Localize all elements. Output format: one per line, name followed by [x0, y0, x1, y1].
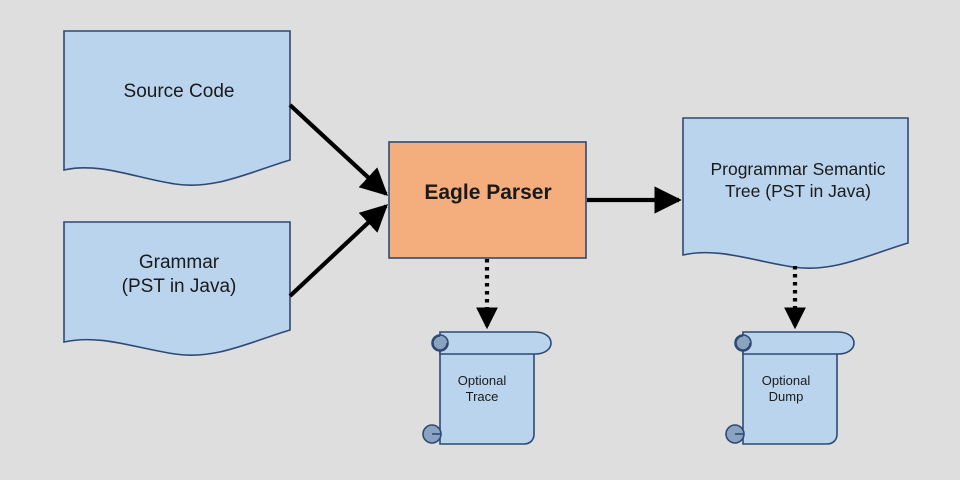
- pst-document-shape: [682, 117, 909, 269]
- node-optional-dump[interactable]: [725, 331, 855, 445]
- optional-trace-curl-top-spiral: [432, 335, 448, 351]
- edge-source-to-parser: [288, 103, 389, 196]
- optional-dump-curl-top: [734, 334, 752, 352]
- node-eagle-parser[interactable]: [388, 141, 587, 259]
- optional-dump-scroll-top-roll: [742, 331, 855, 355]
- node-source-code[interactable]: [63, 30, 291, 186]
- optional-dump-curl-top-spiral: [735, 335, 751, 351]
- node-optional-trace[interactable]: [422, 331, 552, 445]
- node-grammar[interactable]: [63, 221, 291, 356]
- edge-grammar-to-parser: [288, 204, 388, 298]
- source-code-document-shape: [63, 30, 291, 186]
- optional-trace-curl-top: [431, 334, 449, 352]
- optional-trace-scroll-top-roll: [439, 331, 552, 355]
- grammar-document-shape: [63, 221, 291, 356]
- optional-trace-scroll-body: [439, 339, 535, 445]
- eagle-parser-process-shape: [388, 141, 587, 259]
- node-pst[interactable]: [682, 117, 909, 269]
- optional-dump-scroll-body: [742, 339, 838, 445]
